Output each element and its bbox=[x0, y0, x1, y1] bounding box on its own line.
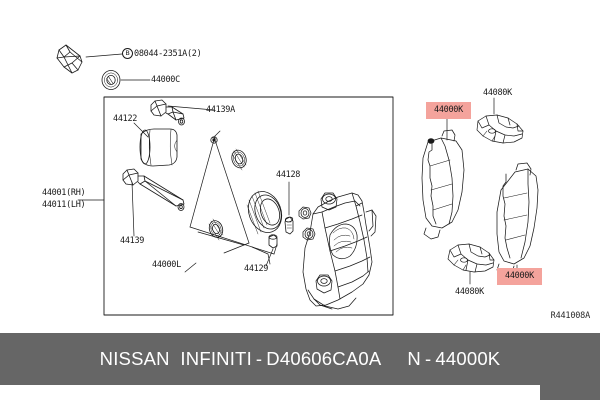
part-bleed-cap-44129 bbox=[268, 234, 278, 249]
footer-bottom-strip bbox=[0, 385, 540, 400]
brand-infiniti: INFINITI bbox=[180, 348, 252, 369]
footer-content: NISSAN INFINITI - D40606CA0A N - 44000K bbox=[0, 333, 600, 385]
label-pad-kit-lower: 44000K bbox=[497, 268, 542, 285]
main-panel-border bbox=[103, 96, 394, 316]
label-44139: 44139 bbox=[120, 236, 145, 246]
part-guide-pin-44139 bbox=[122, 168, 185, 211]
part-guide-pin-44139a bbox=[150, 99, 185, 126]
label-44000c: 44000C bbox=[151, 75, 180, 85]
part-piston-seal-large bbox=[246, 190, 283, 235]
label-44129: 44129 bbox=[244, 264, 269, 274]
part-brake-pad-upper bbox=[421, 129, 465, 240]
circled-b-icon: B bbox=[122, 48, 133, 59]
label-pad-kit-upper: 44000K bbox=[426, 102, 471, 119]
label-44139a: 44139A bbox=[206, 105, 235, 115]
group-number: 44000K bbox=[435, 348, 501, 369]
group-separator: - bbox=[424, 348, 432, 369]
part-separator: - bbox=[255, 348, 263, 369]
part-caliper-body bbox=[298, 192, 377, 310]
diagram-canvas bbox=[56, 44, 539, 316]
part-boot-44122 bbox=[139, 128, 178, 167]
part-shim-upper bbox=[476, 114, 524, 144]
label-shim-upper: 44080K bbox=[483, 88, 512, 98]
label-bolt-spec-text: 08044-2351A(2) bbox=[134, 49, 202, 59]
part-number: D40606CA0A bbox=[266, 348, 382, 369]
label-44128: 44128 bbox=[276, 170, 301, 180]
part-bolt-08044 bbox=[56, 44, 83, 74]
label-assy-lh: 44011(LH) bbox=[42, 200, 86, 210]
reference-code: R441008A bbox=[550, 311, 591, 321]
label-44000l: 44000L bbox=[152, 260, 181, 270]
brand-nissan: NISSAN bbox=[99, 348, 170, 369]
part-seal-ring-lower bbox=[208, 218, 224, 241]
part-brake-pad-lower bbox=[496, 162, 539, 276]
part-pin-44128 bbox=[284, 216, 294, 235]
part-washer-44000c bbox=[101, 70, 121, 90]
part-seal-ring-upper bbox=[231, 148, 247, 171]
brand-spacer bbox=[170, 348, 181, 370]
group-prefix: N bbox=[407, 348, 421, 369]
label-shim-lower: 44080K bbox=[455, 287, 484, 297]
label-44122: 44122 bbox=[113, 114, 138, 124]
label-assy-rh: 44001(RH) bbox=[42, 188, 86, 198]
part-shim-lower bbox=[447, 243, 495, 273]
footer-banner: NISSAN INFINITI - D40606CA0A N - 44000K bbox=[0, 333, 600, 400]
part-seal-ball bbox=[210, 136, 218, 144]
